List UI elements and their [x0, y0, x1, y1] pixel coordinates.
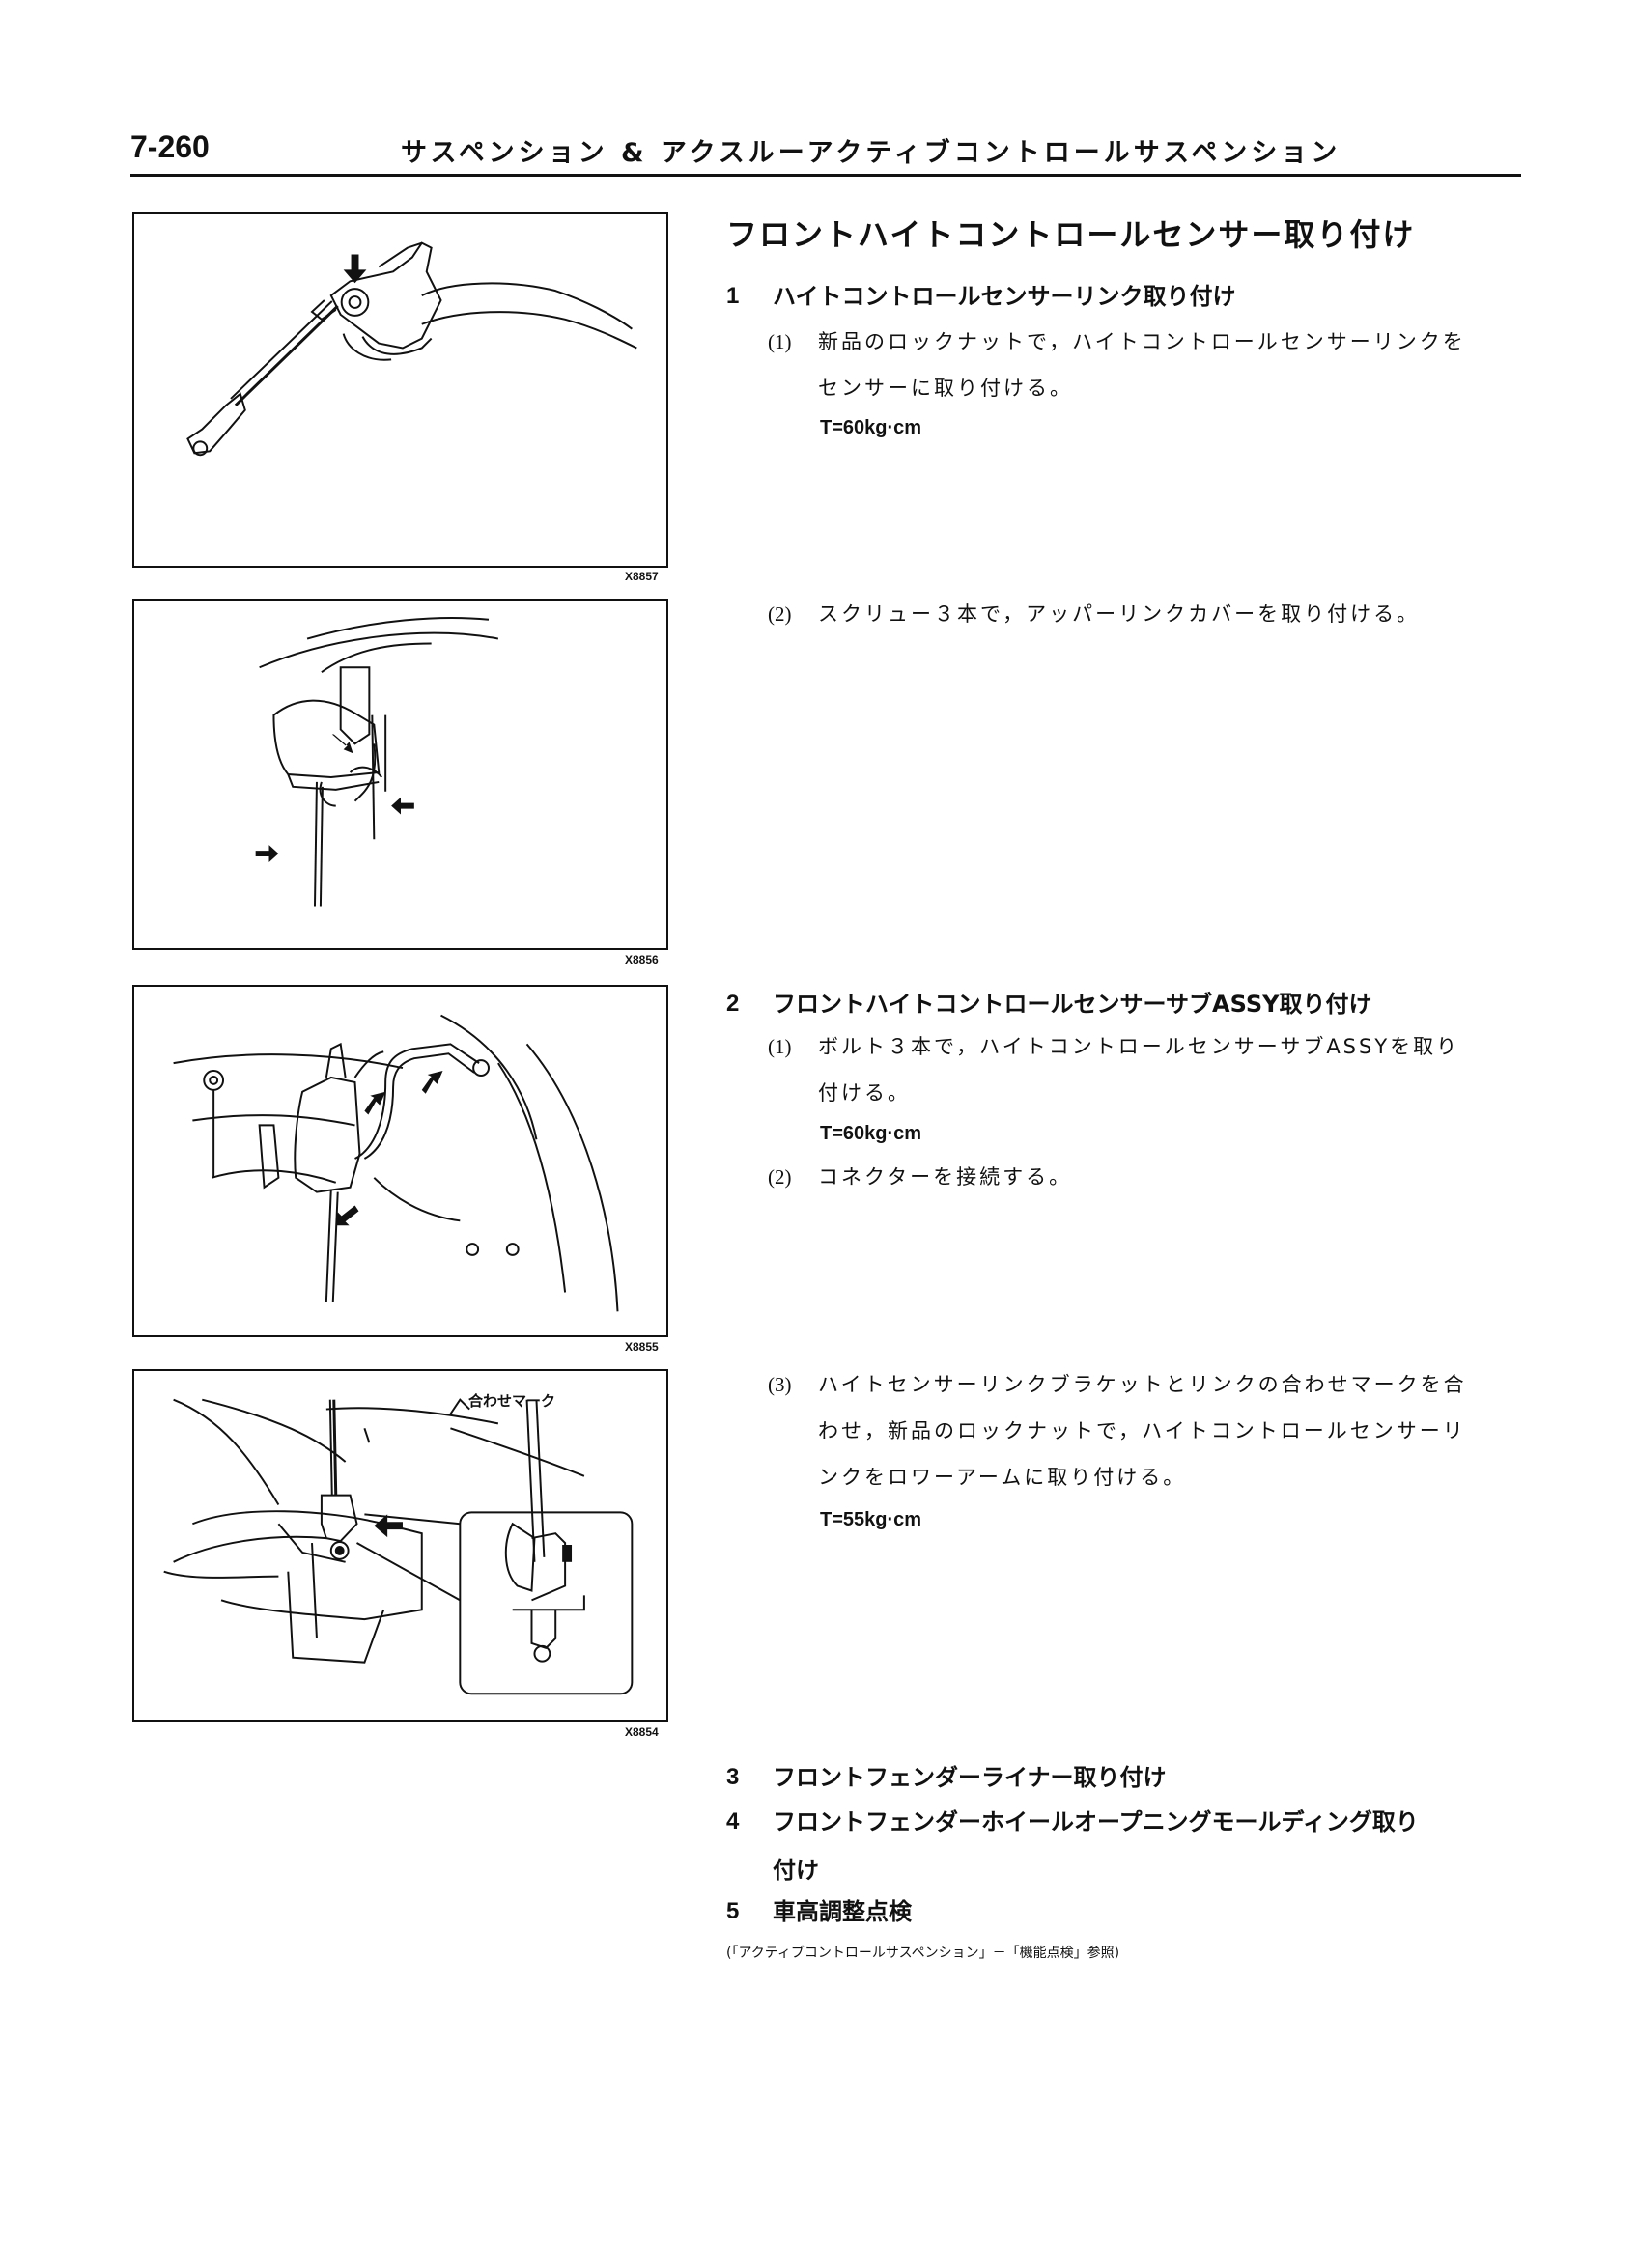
step-number: 3: [726, 1764, 740, 1790]
sub-step-number: (2): [768, 602, 792, 626]
chapter-title: サスペンション & アクスルーアクティブコントロールサスペンション: [401, 138, 1341, 168]
sub-step-line: スクリュー３本で，アッパーリンクカバーを取り付ける。: [818, 602, 1421, 626]
sensor-link-illustration: [186, 241, 637, 457]
step-number: 2: [726, 991, 740, 1017]
step-number: 1: [726, 283, 740, 309]
sub-step-line: センサーに取り付ける。: [818, 377, 1073, 400]
step-title-line: フロントフェンダーホイールオープニングモールディング取り: [773, 1808, 1419, 1835]
figure-code: X8854: [625, 1725, 659, 1739]
lower-arm-link-illustration: [163, 1398, 634, 1695]
figure-upper-link-cover: [132, 599, 668, 950]
figure-lower-arm-link: [132, 1369, 668, 1722]
sub-step-line: ハイトセンサーリンクブラケットとリンクの合わせマークを合: [818, 1373, 1467, 1396]
step-number: 5: [726, 1898, 740, 1924]
step-title-line: 付け: [773, 1857, 819, 1884]
sub-step-line: ンクをロワーアームに取り付ける。: [818, 1466, 1187, 1489]
section-title: フロントハイトコントロールセンサー取り付け: [726, 216, 1416, 253]
sub-step-number: (2): [768, 1165, 792, 1189]
torque-spec: T=55kg·cm: [820, 1509, 922, 1530]
figure-code: X8857: [625, 570, 659, 583]
alignment-mark-callout: 合わせマーク: [468, 1392, 556, 1410]
figure-sensor-sub-assy: [132, 985, 668, 1337]
page-number: 7-260: [130, 129, 210, 164]
step-number: 4: [726, 1808, 740, 1834]
figure-sensor-link: [132, 212, 668, 568]
step-title: ハイトコントロールセンサーリンク取り付け: [773, 283, 1236, 310]
sub-step-number: (3): [768, 1373, 792, 1396]
header-rule: [130, 174, 1521, 177]
sub-step-line: わせ，新品のロックナットで，ハイトコントロールセンサーリ: [818, 1419, 1466, 1442]
torque-spec: T=60kg·cm: [820, 1123, 922, 1144]
sub-step-number: (1): [768, 330, 792, 353]
sub-step-line: 新品のロックナットで，ハイトコントロールセンサーリンクを: [818, 330, 1466, 353]
sub-step-line: コネクターを接続する。: [818, 1165, 1073, 1189]
step-title: フロントフェンダーライナー取り付け: [773, 1764, 1167, 1791]
step-title: フロントハイトコントロールセンサーサブASSY取り付け: [773, 991, 1372, 1018]
figure-code: X8855: [625, 1340, 659, 1354]
sub-step-number: (1): [768, 1035, 792, 1058]
upper-link-cover-illustration: [255, 617, 499, 907]
sub-step-line: 付ける。: [818, 1081, 911, 1105]
reference-note: (「アクティブコントロールサスペンション」－「機能点検」参照): [726, 1946, 1120, 1961]
sub-step-line: ボルト３本で，ハイトコントロールセンサーサブASSYを取り: [818, 1035, 1460, 1058]
page-header: 7-260 サスペンション & アクスルーアクティブコントロールサスペンション: [130, 124, 1521, 180]
figure-code: X8856: [625, 953, 659, 966]
torque-spec: T=60kg·cm: [820, 417, 922, 438]
step-title: 車高調整点検: [773, 1898, 912, 1925]
sensor-sub-assy-illustration: [173, 1014, 619, 1312]
